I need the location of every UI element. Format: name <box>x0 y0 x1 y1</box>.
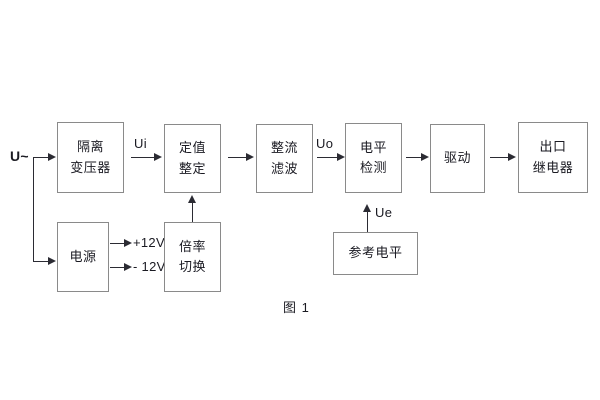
arrowhead-multiplier-to-setting <box>188 195 196 203</box>
arrowhead-rail-negative <box>124 263 132 271</box>
block-multiplier-switch-line2: 切换 <box>178 259 206 274</box>
block-level-detect[interactable]: 电平 检测 <box>345 123 402 193</box>
connector-rail-positive <box>110 243 126 244</box>
arrowhead-reference-to-level <box>363 204 371 212</box>
input-source-label: U~ <box>10 148 29 164</box>
arrowhead-input-to-transformer <box>48 153 56 161</box>
block-output-relay-line2: 继电器 <box>532 159 574 175</box>
arrowhead-driver-to-relay <box>508 153 516 161</box>
rail-label-negative: - 12V <box>133 259 166 274</box>
block-isolation-transformer[interactable]: 隔离 变压器 <box>57 122 124 193</box>
block-output-relay[interactable]: 出口 继电器 <box>518 122 588 193</box>
block-driver-line1: 驱动 <box>443 150 471 166</box>
connector-rail-negative <box>110 267 126 268</box>
block-power-supply[interactable]: 电源 <box>57 222 109 292</box>
connector-input-to-transformer <box>33 157 49 158</box>
connector-rectify-to-level <box>317 157 338 158</box>
block-reference-level-line1: 参考电平 <box>348 245 403 261</box>
block-level-detect-line1: 电平 <box>359 139 387 155</box>
arrowhead-rectify-to-level <box>337 153 345 161</box>
block-isolation-transformer-line1: 隔离 <box>76 139 104 155</box>
block-setting-value-line2: 整定 <box>178 160 206 176</box>
connector-input-to-power-supply <box>33 261 49 262</box>
block-driver[interactable]: 驱动 <box>430 124 485 193</box>
block-rectify-filter-line1: 整流 <box>270 140 298 156</box>
block-rectify-filter-line2: 滤波 <box>270 160 298 176</box>
arrowhead-transformer-to-setting <box>154 153 162 161</box>
signal-label-ue: Ue <box>375 205 393 220</box>
connector-transformer-to-setting <box>131 157 155 158</box>
rail-label-positive: +12V <box>133 235 165 250</box>
block-output-relay-line1: 出口 <box>539 139 567 155</box>
block-setting-value-line1: 定值 <box>178 140 206 156</box>
block-multiplier-switch[interactable]: 倍率 切换 <box>164 222 221 292</box>
connector-multiplier-to-setting <box>192 201 193 222</box>
block-power-supply-line1: 电源 <box>69 248 97 264</box>
block-setting-value[interactable]: 定值 整定 <box>164 124 221 193</box>
connector-reference-to-level <box>367 210 368 232</box>
arrowhead-setting-to-rectify <box>246 153 254 161</box>
block-isolation-transformer-line2: 变压器 <box>70 159 111 175</box>
block-level-detect-line2: 检测 <box>359 160 387 175</box>
arrowhead-rail-positive <box>124 239 132 247</box>
connector-level-to-driver <box>406 157 423 158</box>
connector-setting-to-rectify <box>228 157 248 158</box>
connector-driver-to-relay <box>490 157 510 158</box>
block-reference-level[interactable]: 参考电平 <box>333 232 418 275</box>
signal-label-ui: Ui <box>134 136 147 151</box>
signal-label-uo: Uo <box>316 136 334 151</box>
block-multiplier-switch-line1: 倍率 <box>178 238 206 254</box>
block-rectify-filter[interactable]: 整流 滤波 <box>256 124 313 193</box>
connector-input-bus <box>33 157 34 261</box>
arrowhead-input-to-power-supply <box>48 257 56 265</box>
figure-caption: 图 1 <box>283 300 310 315</box>
arrowhead-level-to-driver <box>421 153 429 161</box>
